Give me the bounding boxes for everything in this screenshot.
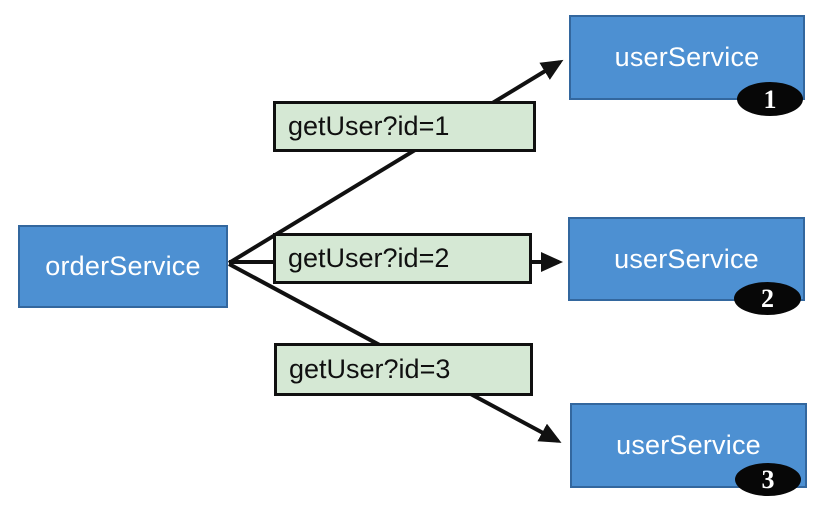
- instance-badge-1: 1: [737, 82, 803, 116]
- user-service-3-label: userService: [616, 430, 761, 460]
- request-label-2: getUser?id=2: [273, 233, 532, 284]
- arrow-order-to-user-service-1: [227, 59, 564, 265]
- node-order-service: orderService: [18, 225, 228, 308]
- request-label-1: getUser?id=1: [273, 101, 536, 152]
- request-2-text: getUser?id=2: [288, 243, 450, 273]
- instance-badge-3: 3: [735, 463, 801, 496]
- request-3-text: getUser?id=3: [289, 354, 451, 384]
- order-service-label: orderService: [45, 251, 201, 281]
- request-1-text: getUser?id=1: [288, 111, 450, 141]
- user-service-2-label: userService: [614, 243, 759, 274]
- request-label-3: getUser?id=3: [274, 343, 533, 396]
- user-service-1-label: userService: [614, 42, 760, 72]
- instance-badge-2: 2: [734, 282, 801, 315]
